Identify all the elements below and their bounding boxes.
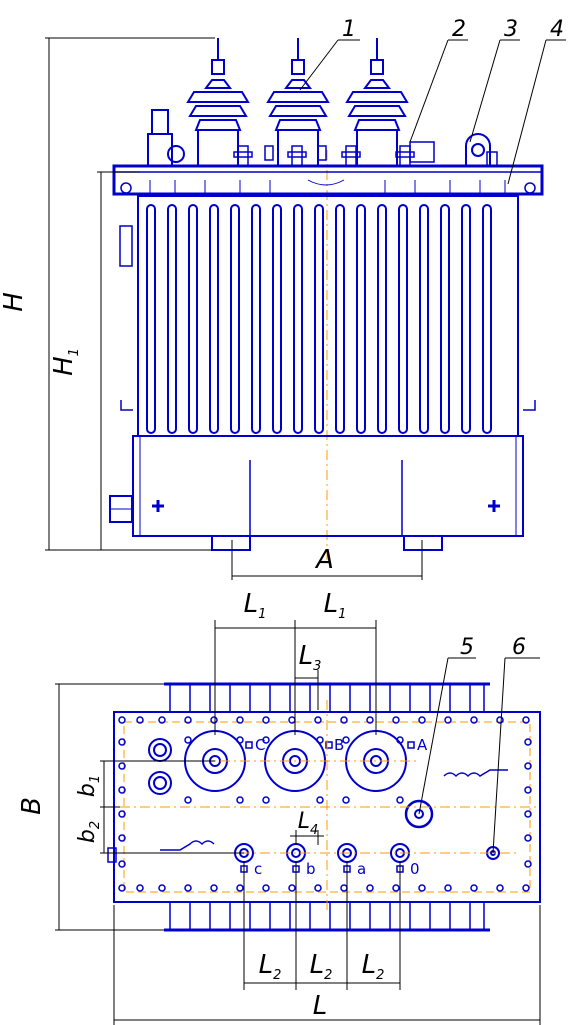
dim-H1-label: H1 [49,348,82,376]
top-centerlines [120,700,540,910]
dim-b2-label: b2 [75,821,103,843]
front-dimensions [45,37,566,580]
terminal-label-0: 0 [410,860,420,878]
callout-5: 5 [460,635,474,660]
dim-L3-label: L3 [299,641,322,674]
lower-tank [132,435,524,537]
terminal-label-b: b [306,860,316,878]
dim-H-label: H [0,292,29,312]
dim-B-label: B [17,797,47,815]
radiator-fins [146,204,492,434]
callout-1: 1 [342,17,356,42]
terminal-label-C: C [255,736,265,754]
dim-L-label: L [313,991,328,1021]
front-view [109,38,544,560]
dim-L2-right-label: L2 [362,950,385,983]
dim-L1-left-label: L1 [244,589,267,622]
dim-L2-mid-label: L2 [310,950,333,983]
terminal-label-c: c [254,860,262,878]
terminal-label-B: B [334,736,344,754]
callout-3: 3 [504,17,518,42]
dim-b1-label: b1 [75,775,103,797]
tank-lid [112,164,544,196]
dim-A-label: A [314,545,334,575]
top-dimensions [55,620,541,1025]
terminal-label-a: a [357,860,366,878]
callout-4: 4 [550,17,564,42]
lid-bolts [118,716,532,892]
callout-6: 6 [512,635,526,660]
hv-bushings [186,38,409,167]
top-view [107,682,541,932]
skid-left [211,536,251,551]
dim-L4-label: L4 [298,809,319,838]
dim-L2-left-label: L2 [259,950,282,983]
skid-right [403,536,443,551]
callout-2: 2 [452,17,466,42]
terminal-label-A: A [417,736,428,754]
lv-bushings [233,145,415,167]
dim-L1-right-label: L1 [324,589,347,622]
